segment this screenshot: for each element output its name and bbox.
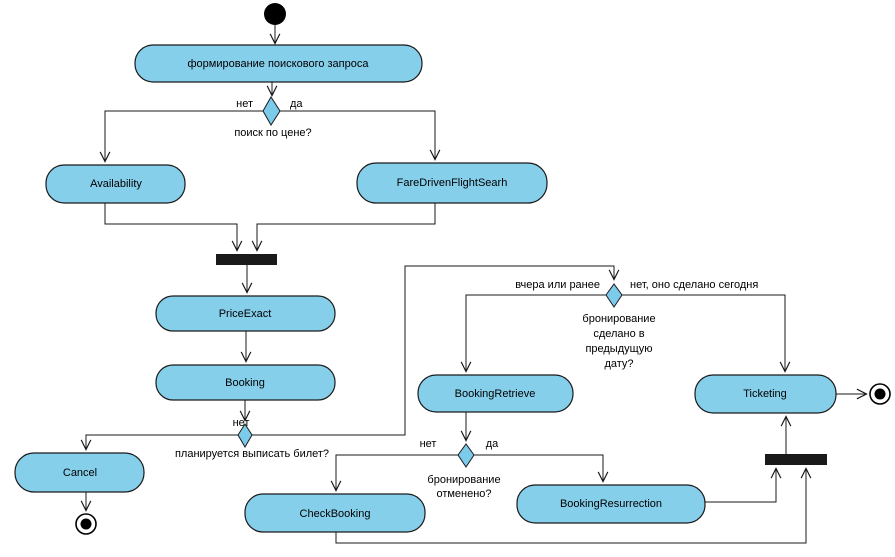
decision-booking-cancelled-question-line2: отменено?	[436, 488, 491, 500]
decision-booking-date-question-line3: предыдущую	[585, 343, 652, 355]
activity-cancel-label: Cancel	[63, 467, 97, 479]
edge-yesterday-to-booking-retrieve	[460, 294, 606, 373]
edge-yes-to-booking-date-decision	[252, 265, 620, 436]
decision-ticket-planned-question: планируется выписать билет?	[175, 448, 329, 460]
edge-no-to-cancel	[80, 434, 238, 451]
activity-booking-resurrection-label: BookingResurrection	[560, 498, 662, 510]
decision-booking-cancelled-no-label: нет	[420, 438, 437, 450]
edge-no-to-availability	[99, 110, 263, 163]
decision-price-search-question: поиск по цене?	[234, 127, 311, 139]
decision-booking-date-question-line4: дату?	[604, 358, 633, 370]
edge-availability-to-join1	[104, 203, 243, 252]
edge-booking-resurrection-to-join2	[705, 467, 782, 503]
activity-check-booking[interactable]: CheckBooking	[244, 493, 426, 533]
activity-booking-label: Booking	[225, 377, 265, 389]
join-bar-search[interactable]	[216, 254, 277, 265]
decision-booking-date-left-label: вчера или ранее	[515, 279, 600, 291]
decision-booking-date-right-label: нет, оно сделано сегодня	[630, 279, 758, 291]
activity-booking[interactable]: Booking	[155, 364, 336, 401]
decision-ticket-planned-no-label: нет	[233, 417, 250, 429]
activity-price-exact[interactable]: PriceExact	[155, 295, 336, 332]
decision-booking-date-question-line1: бронирование	[582, 313, 655, 325]
edge-fare-driven-to-join1	[251, 203, 436, 252]
final-node-cancel[interactable]	[75, 513, 97, 535]
edges	[80, 25, 868, 544]
edge-yes-to-booking-resurrection	[474, 454, 609, 483]
decision-price-search-no-label: нет	[236, 98, 253, 110]
initial-node[interactable]	[264, 3, 286, 25]
activity-fare-driven-label: FareDrivenFlightSearh	[397, 177, 508, 189]
activity-check-booking-label: CheckBooking	[300, 508, 371, 520]
activity-price-exact-label: PriceExact	[219, 308, 272, 320]
decision-booking-cancelled-yes-label: да	[486, 438, 499, 450]
decision-booking-date[interactable]: вчера или ранее нет, оно сделано сегодня…	[515, 279, 758, 370]
join-bar-ticketing[interactable]	[765, 454, 827, 465]
activity-ticketing-label: Ticketing	[743, 388, 787, 400]
edge-check-booking-to-join2	[335, 467, 812, 544]
final-node-ticketing[interactable]	[869, 383, 891, 405]
edge-today-to-ticketing	[622, 294, 791, 373]
decision-booking-date-question-line2: сделано в	[593, 328, 644, 340]
activity-availability[interactable]: Availability	[45, 164, 186, 204]
activity-ticketing[interactable]: Ticketing	[694, 374, 837, 414]
activity-form-query-label: формирование поискового запроса	[188, 58, 370, 70]
activity-fare-driven[interactable]: FareDrivenFlightSearh	[356, 162, 548, 204]
activity-booking-retrieve[interactable]: BookingRetrieve	[417, 374, 574, 413]
edge-yes-to-fare-driven	[280, 110, 441, 161]
decision-booking-cancelled-question-line1: бронирование	[427, 474, 500, 486]
activity-form-query[interactable]: формирование поискового запроса	[134, 44, 423, 83]
decision-booking-cancelled[interactable]: нет да бронирование отменено?	[420, 438, 501, 500]
decision-ticket-planned[interactable]: нет планируется выписать билет?	[175, 417, 329, 460]
activity-booking-retrieve-label: BookingRetrieve	[455, 388, 536, 400]
activity-cancel[interactable]: Cancel	[14, 452, 145, 493]
decision-price-search-yes-label: да	[290, 98, 303, 110]
edge-no-to-check-booking	[330, 454, 458, 492]
decision-price-search[interactable]: нет да поиск по цене?	[234, 96, 312, 139]
activity-booking-resurrection[interactable]: BookingResurrection	[516, 484, 706, 524]
activity-availability-label: Availability	[90, 178, 142, 190]
